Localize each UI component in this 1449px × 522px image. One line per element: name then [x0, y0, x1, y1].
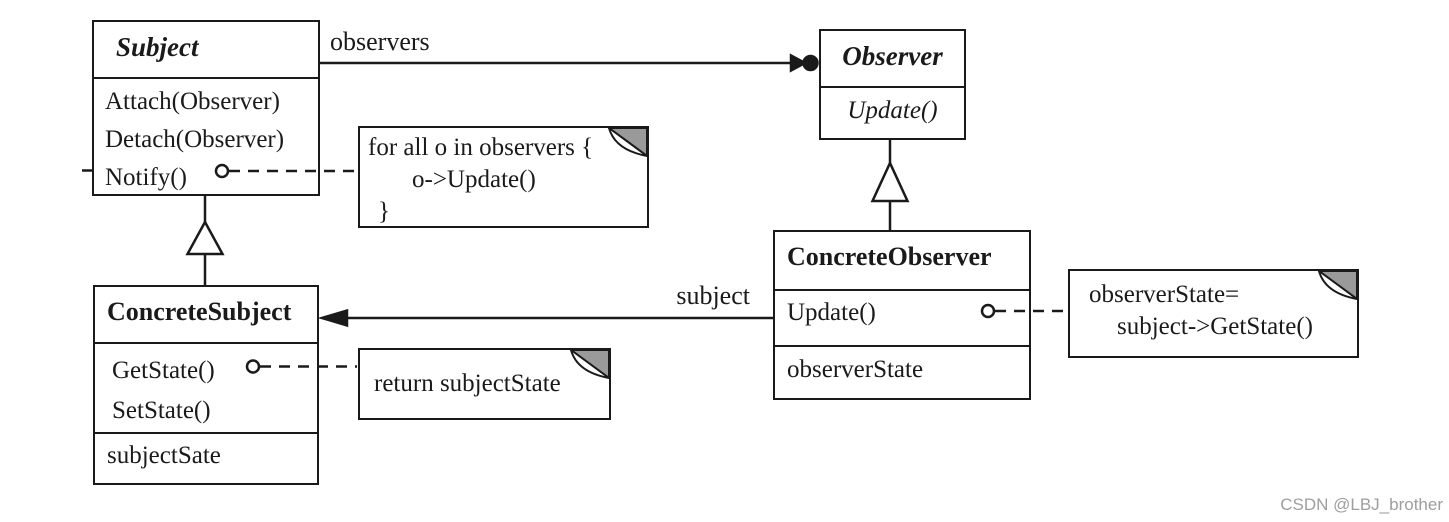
- note-text: o->Update(): [412, 166, 536, 193]
- class-concrete-observer-methods: Update(): [775, 289, 1029, 345]
- watermark-text: CSDN @LBJ_brother: [1280, 495, 1443, 514]
- method-notify: Notify(): [105, 164, 187, 191]
- note-text: }: [378, 198, 390, 225]
- association-label-observers: observers: [330, 27, 430, 56]
- association-label-subject: subject: [676, 281, 750, 310]
- inheritance-triangle-icon: [185, 219, 225, 256]
- method-detach: Detach(Observer): [105, 126, 285, 153]
- class-concrete-subject-title: ConcreteSubject: [107, 297, 292, 326]
- class-concrete-subject-methods: GetState() SetState(): [95, 342, 317, 432]
- class-concrete-observer-attributes: observerState: [775, 345, 1029, 402]
- arrowhead-icon: [317, 308, 349, 328]
- arrowhead-icon: [789, 53, 808, 73]
- note-text: return subjectState: [374, 370, 561, 397]
- note-text: for all o in observers {: [368, 134, 594, 161]
- association-observers: [320, 53, 819, 73]
- class-concrete-observer-title: ConcreteObserver: [787, 242, 992, 271]
- method-update-abstract: Update(): [847, 97, 938, 124]
- note-getstate-implementation: return subjectState: [358, 348, 611, 420]
- class-subject-methods: Attach(Observer) Detach(Observer) Notify…: [94, 77, 318, 198]
- method-getstate: GetState(): [112, 357, 215, 384]
- class-observer-title: Observer: [842, 41, 943, 71]
- note-text: observerState=: [1089, 281, 1240, 308]
- attribute-subject-state: subjectSate: [107, 442, 221, 469]
- inheritance-triangle-icon: [870, 160, 910, 203]
- note-fold-icon: [608, 127, 648, 157]
- class-concrete-observer: ConcreteObserver Update() observerState: [773, 230, 1031, 400]
- inheritance-subject: [185, 196, 225, 286]
- method-update: Update(): [787, 299, 876, 326]
- class-concrete-subject-attributes: subjectSate: [95, 432, 317, 487]
- attribute-observer-state: observerState: [787, 356, 924, 383]
- note-notify-implementation: for all o in observers { o->Update() }: [358, 126, 649, 228]
- class-observer-methods: Update(): [821, 86, 964, 142]
- class-subject: Subject Attach(Observer) Detach(Observer…: [92, 20, 320, 196]
- note-fold-icon: [1318, 270, 1358, 300]
- method-setstate: SetState(): [112, 397, 211, 424]
- class-subject-title: Subject: [116, 32, 199, 62]
- note-text: subject->GetState(): [1117, 313, 1313, 340]
- inheritance-observer: [870, 140, 910, 231]
- class-observer: Observer Update(): [819, 29, 966, 140]
- method-attach: Attach(Observer): [105, 88, 280, 115]
- class-concrete-subject: ConcreteSubject GetState() SetState() su…: [93, 285, 319, 485]
- association-subject: [317, 308, 773, 328]
- aggregation-dot-icon: [802, 54, 819, 72]
- note-update-implementation: observerState= subject->GetState(): [1068, 269, 1359, 358]
- note-fold-icon: [570, 349, 610, 379]
